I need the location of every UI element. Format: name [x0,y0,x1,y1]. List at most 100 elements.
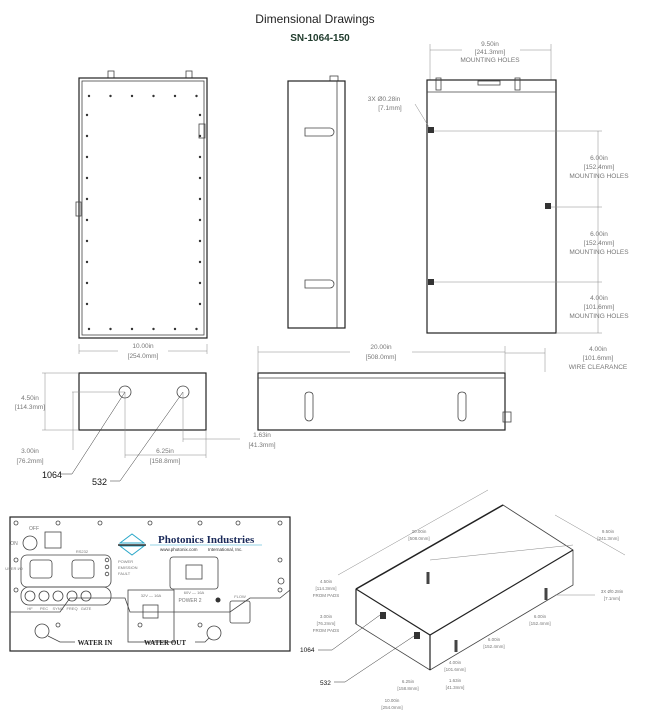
panel-bnc-1-text: PEC [40,606,48,611]
screw-icon [55,622,61,628]
side_view-length_in-text: 20.00in [370,344,392,351]
screw-icon [85,260,89,264]
top_view-spacings-0-note-text: MOUNTING HOLES [569,173,629,180]
screw-icon [85,176,89,180]
screw-icon [198,113,202,117]
top_view-hole_callout_mm-text: [7.1mm] [378,105,402,112]
end_view-port_height_mm-text: [76.2mm] [16,458,43,465]
iso_view-ps_in-text: 6.25in [402,679,415,684]
screw-icon [55,520,61,526]
panel-off-text: OFF [29,526,39,532]
screw-icon [198,197,202,201]
iso_view-width_in-text: 9.50in [602,529,615,534]
screw-icon [173,94,177,98]
mounting-hole [545,203,551,209]
iso_view-w_in-text: 10.00in [385,698,400,703]
iso_view-port_mm-text: [76.2mm] [317,621,336,626]
panel-bnc-4-text: GATE [81,606,92,611]
top_view-spacings-1-mm-text: [152.4mm] [584,240,615,247]
iso_view-hole_mm-text: [7.1mm] [604,596,620,601]
top_view-spacings-2-mm-text: [101.6mm] [584,304,615,311]
screw-icon [13,587,19,593]
bnc-connector-icon [24,590,36,602]
iso_view-port_532-text: 532 [320,680,331,687]
top_view-spacings-1-note-text: MOUNTING HOLES [569,249,629,256]
end_view-edge_mm-text: [41.3mm] [248,442,275,449]
screw-icon [85,302,89,306]
top_view-spacings-1-in-text: 6.00in [590,231,608,238]
screw-icon [277,557,283,563]
mounting-hole [428,127,434,133]
end_view-edge_in-text: 1.63in [253,432,271,439]
top_view-width_in-text: 9.50in [481,41,499,48]
water-in-fitting-icon [34,623,50,639]
iso_view-sp1_in-text: 6.00in [534,614,547,619]
end_view-height_mm-text: [114.3mm] [15,404,45,411]
panel-leds-2-text: FAULT [118,571,131,576]
screw-icon [109,94,112,98]
top_view-spacings-2-in-text: 4.00in [590,295,608,302]
screw-icon [197,520,203,526]
screw-icon [173,327,177,331]
screw-icon [130,94,134,98]
end_view-port_spacing_mm-text: [158.8mm] [150,458,181,465]
panel-leds-1-text: EMISSION [118,565,138,570]
screw-icon [195,327,198,331]
screw-icon [198,176,202,180]
screw-icon [87,94,91,98]
side_view-clearance_mm-text: [101.6mm] [583,355,614,362]
screw-icon [198,302,202,306]
screw-icon [277,587,283,593]
screw-icon [137,622,143,628]
screw-icon [85,281,89,285]
top_view-width_note-text: MOUNTING HOLES [460,57,520,64]
iso_view-w_mm-text: [254.0mm] [381,705,402,710]
screw-icon [85,134,89,138]
bnc-connector-icon [38,590,50,602]
iso_view-hole_in-text: 3X Ø0.28in [601,589,624,594]
side_view-length_mm-text: [508.0mm] [366,354,397,361]
iso_view-sp2_in-text: 6.00in [488,637,501,642]
screw-icon [85,239,89,243]
screw-icon [97,520,103,526]
screw-icon [277,520,283,526]
handle-icon [457,391,467,422]
iso_view-length_in-text: 20.00in [412,529,427,534]
mounting-hole [428,279,434,285]
side-view [287,75,346,329]
screw-icon [152,327,155,331]
brand-name: Photonics Industries [158,534,255,546]
screw-icon [147,520,153,526]
panel-bnc-2-text: SYNC [52,606,63,611]
label-532: 532 [92,477,107,487]
panel-power1-text: 32V — 16A [141,593,162,598]
panel-power2-text: POWER 2 [178,598,201,604]
handle-icon [304,127,335,137]
end_view-height_in-text: 4.50in [21,395,39,402]
panel-brand_sub-text: International, Inc. [208,547,243,552]
screw-icon [85,218,89,222]
water-in-label: WATER IN [78,639,113,647]
control-panel: OFF ON RS232 USER I/O POWER EMISSION FAU… [5,516,291,652]
screw-icon [87,327,91,331]
panel-user_io-text: USER I/O [5,566,23,571]
side_view-clearance_in-text: 4.00in [589,346,607,353]
end_view-port_height_in-text: 3.00in [21,448,39,455]
iso_view-length_mm-text: [508.0mm] [408,536,429,541]
panel-bnc-3-text: FREQ [66,606,77,611]
end_view-port_spacing_in-text: 6.25in [156,448,174,455]
bnc-connector-icon [66,590,78,602]
screw-icon [198,281,202,285]
power-switch-icon [22,535,38,551]
screw-icon [13,520,19,526]
top_view-spacings-2-note-text: MOUNTING HOLES [569,313,629,320]
water-out-label: WATER OUT [144,639,186,647]
iso_view-height_note-text: FROM PADS [313,593,339,598]
screw-icon [195,94,198,98]
screw-icon [197,622,203,628]
isometric-view: 20.00in [508.0mm] 9.50in [241.3mm] 4.50i… [300,489,626,710]
iso_view-port_in-text: 3.00in [320,614,333,619]
iso_view-edge_in-text: 1.63in [449,678,462,683]
emission-led-icon [104,564,110,570]
